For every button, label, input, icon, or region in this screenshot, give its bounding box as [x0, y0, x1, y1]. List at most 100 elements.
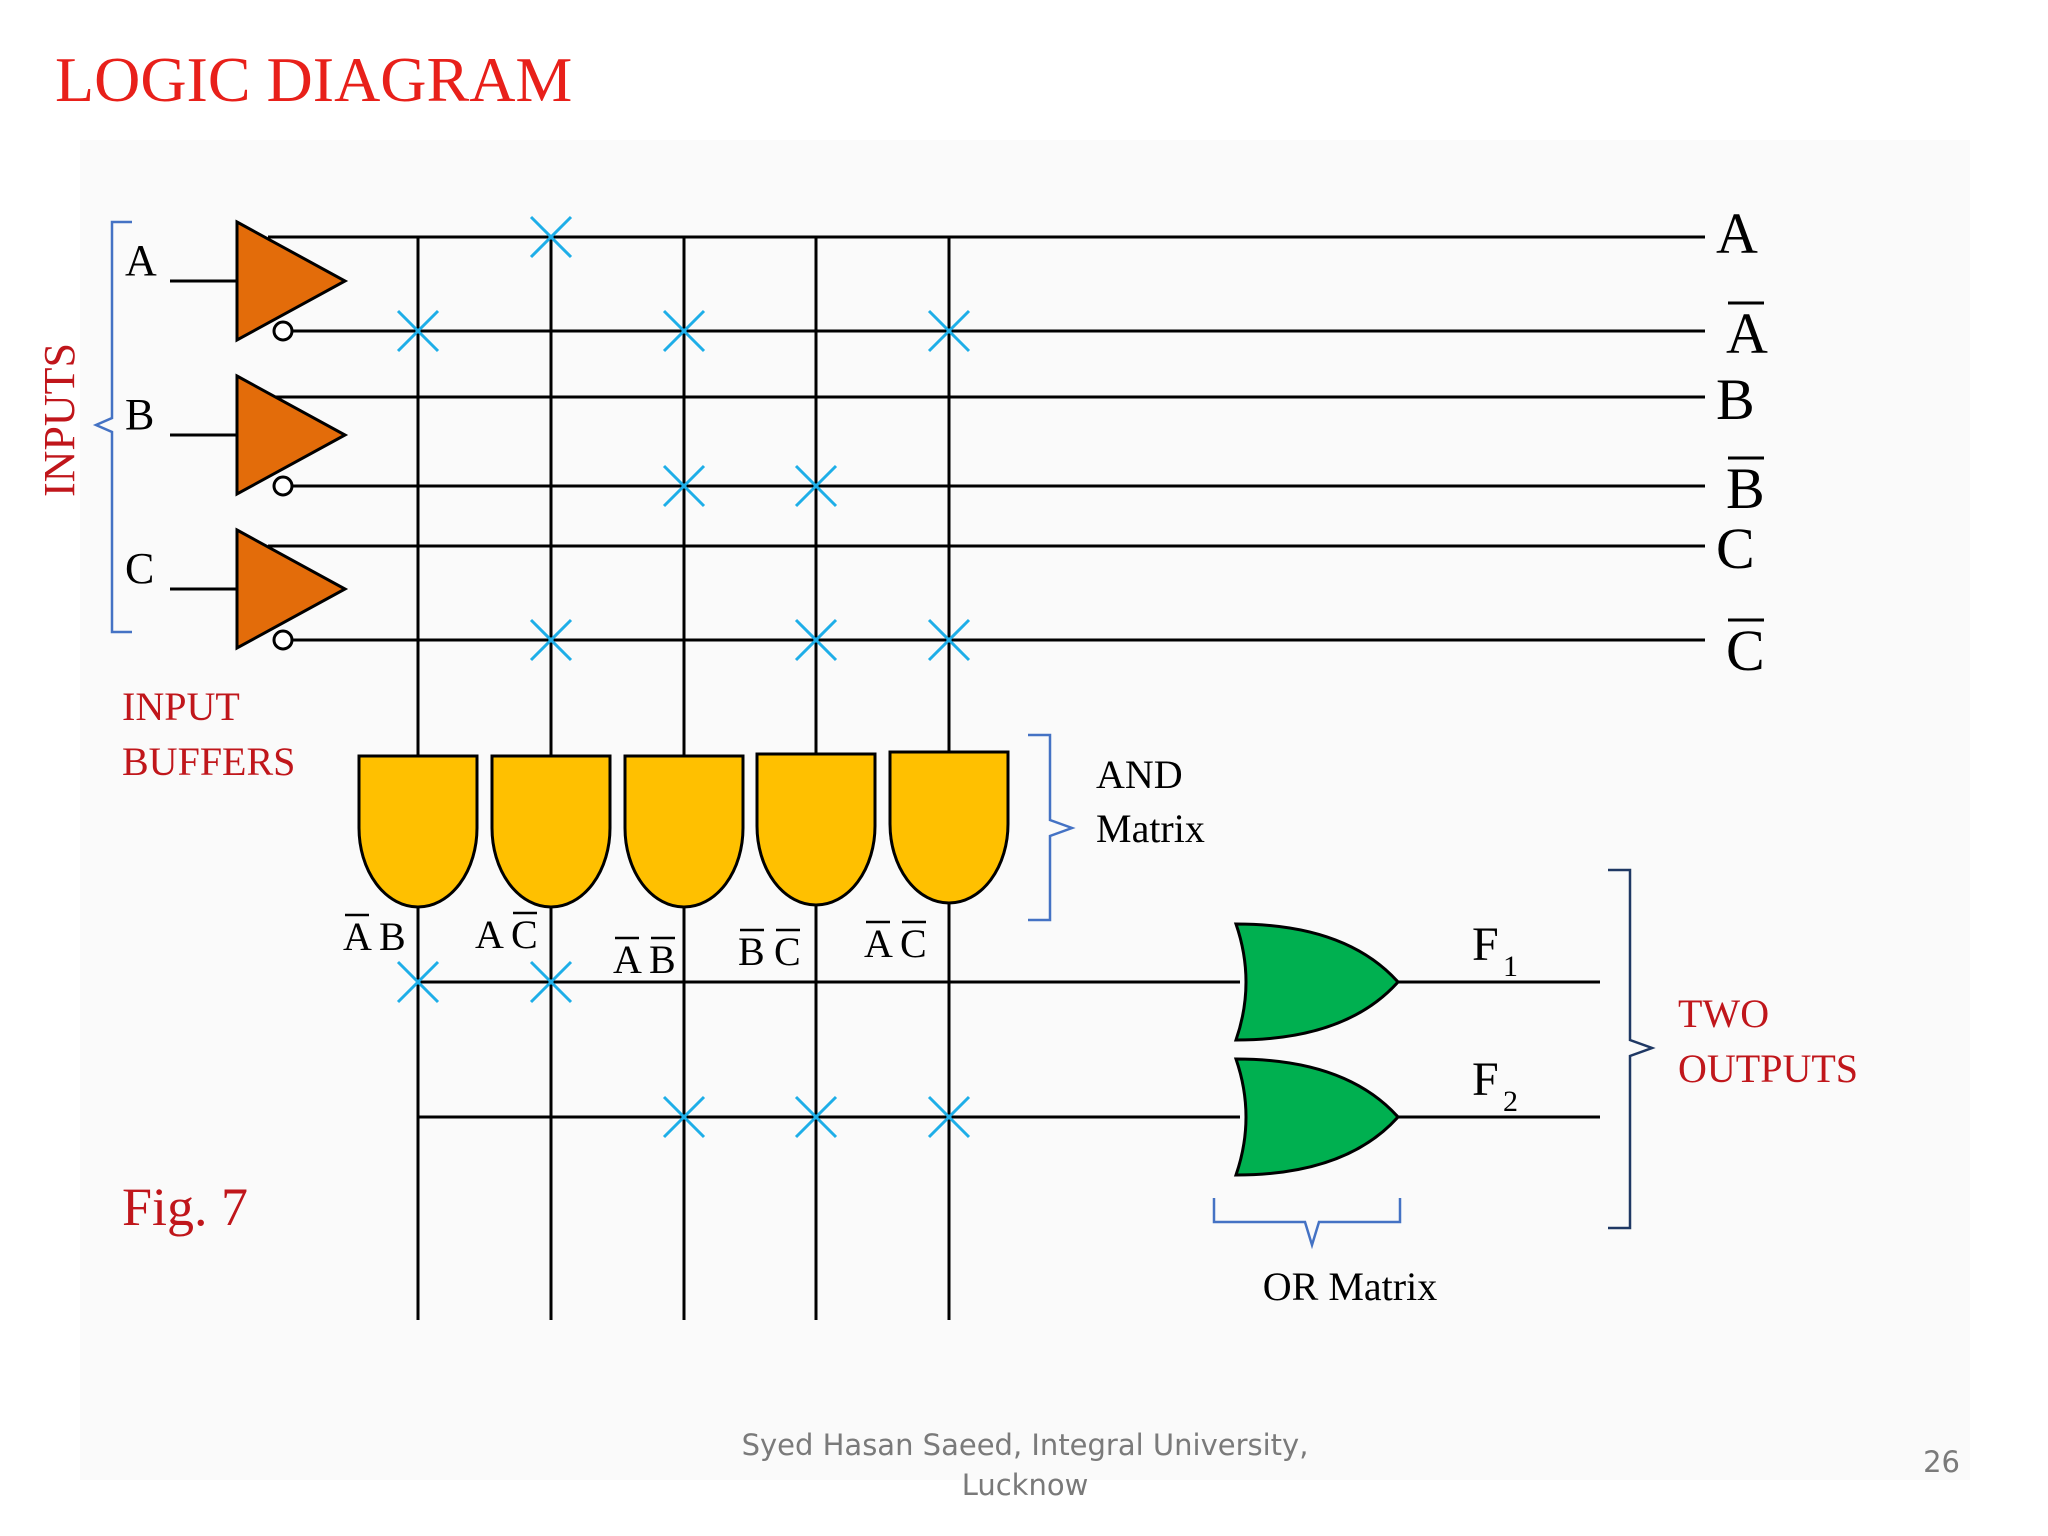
inputs-brace [92, 220, 132, 634]
x-cross-stroke [529, 960, 573, 1004]
input-label: C [125, 544, 154, 593]
literal-label: B [1726, 456, 1765, 521]
term-literal: B [738, 929, 765, 974]
or-matrix-cross-icon [396, 960, 440, 1004]
and-matrix-label: Matrix [1096, 806, 1205, 851]
output-name: F [1472, 1053, 1499, 1106]
literal-label: C [1716, 516, 1755, 581]
and-matrix-cross-icon [662, 464, 706, 508]
buffer-body [235, 219, 349, 343]
two-outputs-label: TWO [1678, 991, 1769, 1036]
term-literal: A [343, 914, 372, 959]
or-matrix-cross-icon [662, 1095, 706, 1139]
buffer-body [235, 373, 349, 497]
and-matrix-cross-icon [927, 618, 971, 662]
term-literal: B [649, 937, 676, 982]
input-buffers-label: BUFFERS [122, 739, 295, 784]
literal-line-label: B [1726, 456, 1765, 521]
literal-line-label: C [1716, 516, 1755, 581]
output-name: F [1472, 918, 1499, 971]
inputs-label: INPUTS [35, 343, 84, 497]
or-matrix-label: OR Matrix [1263, 1264, 1437, 1309]
or-gate-icon [1233, 1057, 1401, 1177]
and-gate-icon [755, 752, 877, 907]
x-cross-stroke [662, 464, 706, 508]
term-literal: C [900, 921, 927, 966]
term-literal: C [511, 912, 538, 957]
and-gate-body [623, 754, 745, 909]
term-literal: A [475, 912, 504, 957]
figure-label: Fig. 7 [122, 1177, 248, 1237]
and-gate-body [888, 750, 1010, 905]
x-cross-stroke [662, 309, 706, 353]
or-gate-body [1233, 922, 1401, 1042]
or-matrix-brace [1212, 1198, 1402, 1250]
term-literal: A [613, 937, 642, 982]
or-gate-icon [1233, 922, 1401, 1042]
and-matrix-cross-icon [529, 618, 573, 662]
x-cross-stroke [529, 618, 573, 662]
input-label: B [125, 390, 154, 439]
triangle-buffer-icon [235, 219, 349, 343]
term-literal: C [774, 929, 801, 974]
literal-label: A [1716, 201, 1758, 266]
triangle-buffer-icon [235, 373, 349, 497]
two-outputs-label: OUTPUTS [1678, 1046, 1858, 1091]
x-cross-stroke [529, 215, 573, 259]
triangle-buffer-icon [235, 527, 349, 651]
and-gate-body [490, 754, 612, 909]
slide-title: LOGIC DIAGRAM [55, 44, 573, 115]
x-cross-stroke [794, 464, 838, 508]
and-matrix-cross-icon [396, 309, 440, 353]
x-cross-stroke [794, 618, 838, 662]
and-gate-icon [357, 754, 479, 909]
outputs-brace [1608, 868, 1656, 1230]
or-matrix-cross-icon [794, 1095, 838, 1139]
buffer-body [235, 527, 349, 651]
x-cross-stroke [396, 960, 440, 1004]
input-label: A [125, 236, 157, 285]
output-subscript: 2 [1503, 1085, 1518, 1118]
x-cross-stroke [927, 309, 971, 353]
literal-line-label: C [1726, 618, 1765, 683]
x-cross-stroke [927, 618, 971, 662]
inverter-bubble-icon [272, 629, 294, 651]
or-gate-body [1233, 1057, 1401, 1177]
literal-label: C [1726, 618, 1765, 683]
and-matrix-label: AND [1096, 752, 1183, 797]
literal-label: A [1726, 301, 1768, 366]
literal-line-label: B [1716, 367, 1755, 432]
and-matrix-cross-icon [794, 464, 838, 508]
or-matrix-cross-icon [927, 1095, 971, 1139]
and-gate-icon [888, 750, 1010, 905]
and-matrix-cross-icon [529, 215, 573, 259]
and-gate-body [357, 754, 479, 909]
and-matrix-brace [1028, 733, 1076, 922]
and-matrix-cross-icon [927, 309, 971, 353]
or-matrix-cross-icon [529, 960, 573, 1004]
and-gate-icon [623, 754, 745, 909]
output-subscript: 1 [1503, 950, 1518, 983]
page-number: 26 [1923, 1445, 1960, 1479]
literal-line-label: A [1726, 301, 1768, 366]
x-cross-stroke [396, 309, 440, 353]
literal-label: B [1716, 367, 1755, 432]
literal-line-label: A [1716, 201, 1758, 266]
x-cross-stroke [927, 1095, 971, 1139]
term-literal: B [379, 914, 406, 959]
footer-author: Syed Hasan Saeed, Integral University, L… [741, 1428, 1309, 1502]
inverter-bubble-icon [272, 320, 294, 342]
x-cross-stroke [662, 1095, 706, 1139]
and-matrix-cross-icon [794, 618, 838, 662]
and-matrix-cross-icon [662, 309, 706, 353]
input-buffers-label: INPUT [122, 684, 240, 729]
and-gate-body [755, 752, 877, 907]
and-gate-icon [490, 754, 612, 909]
inverter-bubble-icon [272, 475, 294, 497]
